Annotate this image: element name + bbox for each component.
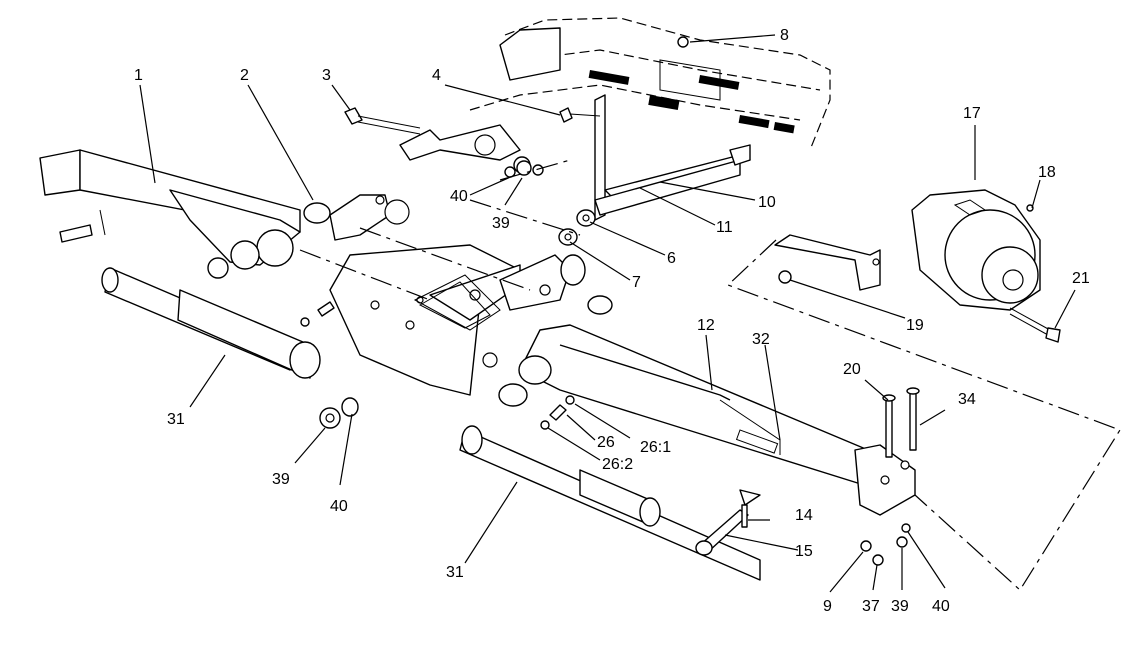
spring-bracket xyxy=(329,194,501,331)
callout-40-left: 40 xyxy=(330,498,348,515)
nut-washer-left xyxy=(319,397,359,429)
callout-4: 4 xyxy=(432,67,441,84)
callout-9: 9 xyxy=(823,598,832,615)
callout-labels: 1 2 3 4 8 17 18 21 40 39 10 11 6 7 19 12… xyxy=(134,27,1090,615)
mount-bracket-19 xyxy=(774,234,881,291)
grease-fittings-26 xyxy=(300,301,575,430)
callout-8: 8 xyxy=(780,27,789,44)
callout-6: 6 xyxy=(667,250,676,267)
bolt-34 xyxy=(906,387,920,451)
callout-39-left: 39 xyxy=(272,471,290,488)
bolt-21 xyxy=(1009,307,1061,343)
washers-6-7 xyxy=(558,209,596,246)
bushing-2 xyxy=(303,202,331,224)
callout-26: 26 xyxy=(597,434,615,451)
leader-lines xyxy=(139,34,1076,593)
nut-8 xyxy=(677,36,689,48)
lift-arm-1 xyxy=(39,149,301,270)
callout-37: 37 xyxy=(862,598,880,615)
hydraulic-cylinder-31-upper xyxy=(101,257,321,379)
callout-31-lower: 31 xyxy=(446,564,464,581)
mount-bracket-10 xyxy=(594,94,751,221)
callout-20: 20 xyxy=(843,361,861,378)
hydraulic-pump-17 xyxy=(911,189,1041,311)
callout-18: 18 xyxy=(1038,164,1056,181)
frame-section xyxy=(469,17,831,151)
callout-1: 1 xyxy=(134,67,143,84)
callout-19: 19 xyxy=(906,317,924,334)
callout-32: 32 xyxy=(752,331,770,348)
callout-17: 17 xyxy=(963,105,981,122)
bolt-3 xyxy=(344,107,421,135)
callout-7: 7 xyxy=(632,274,641,291)
pivot-pin-15 xyxy=(695,489,761,556)
callout-2: 2 xyxy=(240,67,249,84)
callout-26-1: 26:1 xyxy=(640,439,671,456)
hydraulic-cylinder-31-lower xyxy=(459,383,761,581)
callout-26-2: 26:2 xyxy=(602,456,633,473)
callout-14: 14 xyxy=(795,507,813,524)
callout-10: 10 xyxy=(758,194,776,211)
pivot-plate xyxy=(329,244,521,396)
roll-pin-14 xyxy=(741,504,748,528)
callout-12: 12 xyxy=(697,317,715,334)
bolt-20 xyxy=(882,394,896,458)
callout-39-right: 39 xyxy=(891,598,909,615)
callout-39-upper: 39 xyxy=(492,215,510,232)
callout-40-upper: 40 xyxy=(450,188,468,205)
pivot-bracket-upper xyxy=(399,124,544,176)
callout-21: 21 xyxy=(1072,270,1090,287)
callout-15: 15 xyxy=(795,543,813,560)
callout-40-right: 40 xyxy=(932,598,950,615)
right-mount-bracket xyxy=(499,254,586,311)
bolt-4 xyxy=(559,107,601,123)
lower-fasteners xyxy=(860,523,911,566)
callout-34: 34 xyxy=(958,391,976,408)
callout-31-upper: 31 xyxy=(167,411,185,428)
lift-arm-12 xyxy=(518,295,916,516)
callout-3: 3 xyxy=(322,67,331,84)
callout-11: 11 xyxy=(716,219,733,236)
